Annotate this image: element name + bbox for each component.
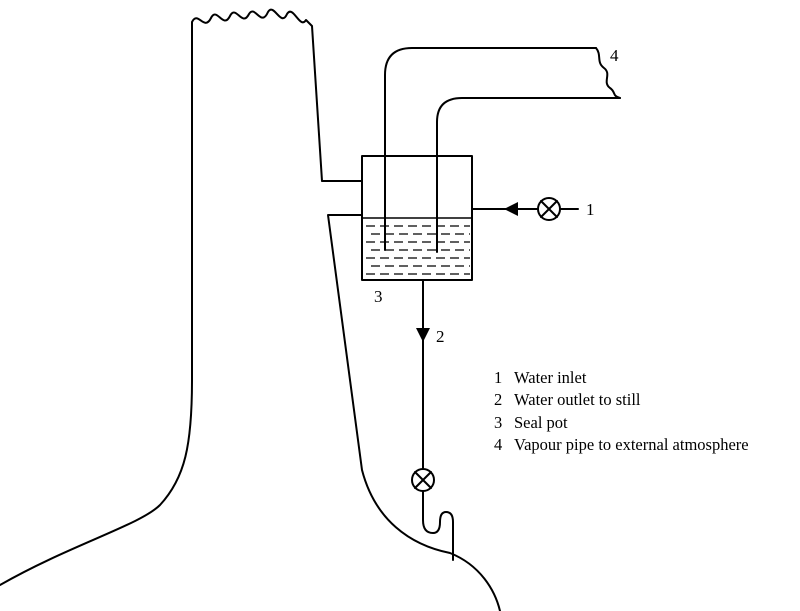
- inlet-valve-icon: [537, 197, 561, 221]
- legend-item: 3 Seal pot: [494, 412, 749, 434]
- label-water-inlet: 1: [586, 200, 595, 219]
- legend-item: 4 Vapour pipe to external atmosphere: [494, 434, 749, 456]
- inlet-arrowhead-icon: [504, 202, 518, 216]
- legend-number: 2: [494, 390, 503, 410]
- vapour-pipe-broken-end: [595, 47, 621, 99]
- label-seal-pot: 3: [374, 287, 383, 306]
- legend-item: 2 Water outlet to still: [494, 389, 749, 411]
- legend-text: Water outlet to still: [514, 390, 641, 410]
- vapour-pipe-outer: [384, 47, 597, 251]
- u-trap: [422, 490, 454, 561]
- label-water-outlet: 2: [436, 327, 445, 346]
- still-outline-right: [327, 214, 501, 611]
- label-vapour-pipe: 4: [610, 46, 619, 65]
- legend-text: Seal pot: [514, 412, 568, 432]
- legend-number: 1: [494, 368, 503, 387]
- outlet-arrowhead-icon: [416, 328, 430, 342]
- legend-text: Water inlet: [514, 368, 587, 387]
- outlet-valve-icon: [411, 468, 435, 492]
- legend-number: 3: [494, 412, 503, 432]
- legend-text: Vapour pipe to external atmosphere: [514, 435, 749, 455]
- legend-item: 1 Water inlet: [494, 367, 749, 389]
- vapour-pipe-inner: [436, 97, 621, 253]
- legend-number: 4: [494, 435, 503, 455]
- legend: 1 Water inlet 2 Water outlet to still 3 …: [494, 367, 749, 457]
- still-outline-left: [0, 8, 363, 586]
- liquid-hatch: [366, 225, 470, 275]
